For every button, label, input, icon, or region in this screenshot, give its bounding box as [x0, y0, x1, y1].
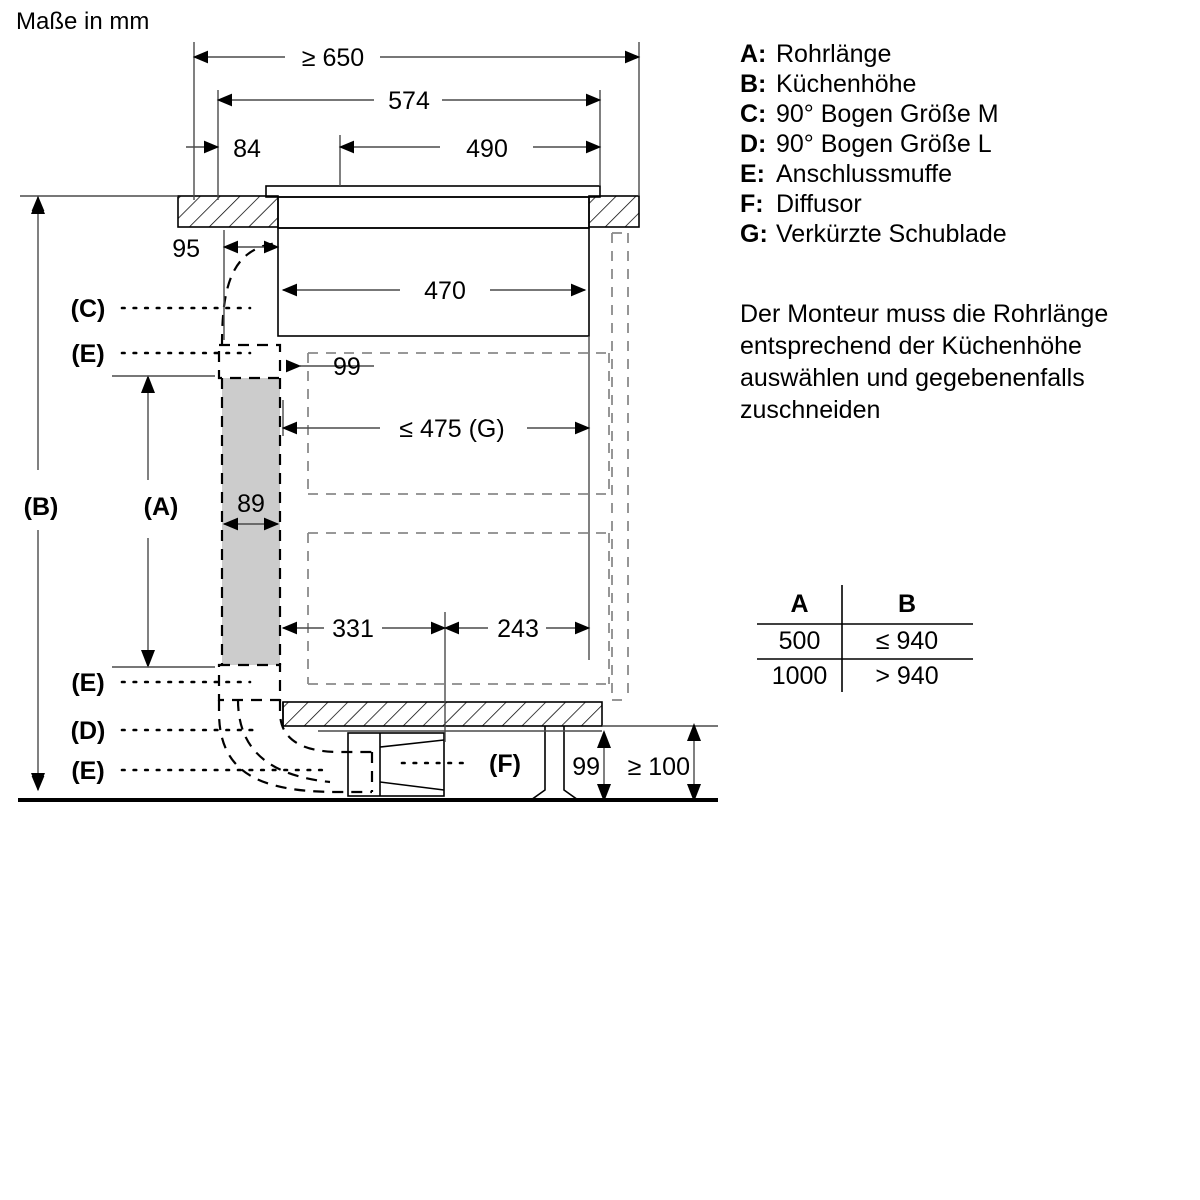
legend-item-B: B: Küchenhöhe	[740, 70, 1180, 100]
table-row: 500 ≤ 940	[757, 624, 977, 659]
dim-490: 490	[338, 135, 602, 163]
drawer-lower-dashed	[307, 532, 610, 685]
page-title-text: Maße in mm	[16, 8, 150, 35]
pedestal-leg	[528, 726, 581, 801]
legend-value: 90° Bogen Größe L	[776, 130, 992, 158]
dim-475g: ≤ 475 (G)	[281, 400, 591, 443]
dim-84-label: 84	[233, 135, 261, 163]
cabinet-outline-dashed	[611, 232, 629, 701]
worktop-hatched-right	[588, 195, 640, 228]
legend-value: Küchenhöhe	[776, 70, 917, 98]
table-row: 1000 > 940	[757, 659, 977, 694]
legend-item-A: A: Rohrlänge	[740, 40, 1180, 70]
dim-100-label: ≥ 100	[628, 753, 690, 781]
table-cell-a-0: 500	[778, 627, 821, 655]
dim-99-upper: 99	[285, 353, 374, 381]
callout-A-bg	[124, 480, 176, 538]
dim-99-lower-label: 99	[572, 753, 600, 781]
dim-574: 574	[216, 87, 602, 200]
elbow-d-outer-dashed	[236, 699, 331, 784]
duct-outline-dashed	[220, 378, 282, 665]
sleeve-upper-dashed	[217, 343, 282, 380]
dim-490-label: 490	[466, 135, 508, 163]
lower-shelf-hatched	[282, 701, 603, 727]
callout-B-bg	[20, 470, 62, 530]
legend-key: G:	[740, 220, 768, 248]
dim-574-label: 574	[388, 87, 430, 115]
legend-item-D: D: 90° Bogen Größe L	[740, 130, 1180, 160]
dim-243: 243	[443, 615, 591, 643]
dim-470: 470	[281, 277, 587, 305]
legend-key: A:	[740, 40, 767, 68]
callout-B-text: (B)	[24, 493, 59, 521]
legend-item-E: E: Anschlussmuffe	[740, 160, 1180, 190]
legend-value: Diffusor	[776, 190, 862, 218]
legend-key: E:	[740, 160, 765, 188]
table-header-b: B	[897, 590, 917, 618]
legend-key: F:	[740, 190, 764, 218]
callout-E3-text: (E)	[71, 757, 104, 785]
note-line: zuschneiden	[740, 396, 881, 424]
installer-note: Der Monteur muss die Rohrlänge entspreche…	[740, 298, 1190, 426]
hood-upper-box	[277, 196, 590, 229]
dim-95: 95	[172, 230, 280, 340]
dim-243-label: 243	[497, 615, 539, 643]
callout-E1-text: (E)	[71, 340, 104, 368]
dim-650: ≥ 650	[192, 42, 641, 200]
callout-A-text: (A)	[144, 493, 179, 521]
cooktop-plate	[265, 185, 601, 198]
dim-331: 331	[281, 615, 447, 643]
dim-99-lower: 99	[572, 730, 611, 802]
legend-item-G: G: Verkürzte Schublade	[740, 220, 1180, 250]
table-header-a: A	[790, 590, 809, 618]
legend-item-F: F: Diffusor	[740, 190, 1180, 220]
elbow-c-dashed	[220, 241, 279, 346]
elbow-d-dashed	[217, 700, 374, 794]
note-line: Der Monteur muss die Rohrlänge	[740, 300, 1109, 328]
legend-item-C: C: 90° Bogen Größe M	[740, 100, 1180, 130]
legend-value: 90° Bogen Größe M	[776, 100, 999, 128]
legend-value: Anschlussmuffe	[776, 160, 953, 188]
callout-E2-text: (E)	[71, 669, 104, 697]
table-cell-b-1: > 940	[875, 662, 939, 690]
table-cell-b-0: ≤ 940	[875, 627, 939, 655]
duct-fill	[222, 378, 280, 665]
dim-470-label: 470	[424, 277, 466, 305]
note-line: auswählen und gegebenenfalls	[740, 364, 1085, 392]
dim-331-label: 331	[332, 615, 374, 643]
dim-95-label: 95	[172, 235, 200, 263]
dim-650-label: ≥ 650	[302, 44, 364, 72]
dim-100: ≥ 100	[628, 723, 701, 802]
callout-F-text: (F)	[489, 750, 521, 778]
dim-99-upper-label: 99	[333, 353, 361, 381]
callout-C-text: (C)	[71, 295, 106, 323]
legend-key: B:	[740, 70, 767, 98]
legend-value: Rohrlänge	[776, 40, 892, 68]
table-cell-a-1: 1000	[771, 662, 828, 690]
callout-D-text: (D)	[71, 717, 106, 745]
ab-table	[757, 585, 973, 692]
worktop-hatched-left	[177, 195, 279, 228]
dim-475g-label: ≤ 475 (G)	[399, 415, 504, 443]
dim-84: 84	[186, 135, 341, 186]
drawer-upper-dashed	[307, 352, 610, 495]
diffusor-body	[347, 732, 445, 797]
hood-main-box	[277, 227, 590, 337]
legend-value: Verkürzte Schublade	[776, 220, 1007, 248]
dim-89-label: 89	[237, 490, 265, 518]
legend-key: C:	[740, 100, 767, 128]
note-line: entsprechend der Küchenhöhe	[740, 332, 1082, 360]
legend-key: D:	[740, 130, 767, 158]
dim-89: 89	[222, 490, 280, 531]
page-title: Maße in mm	[16, 8, 149, 36]
